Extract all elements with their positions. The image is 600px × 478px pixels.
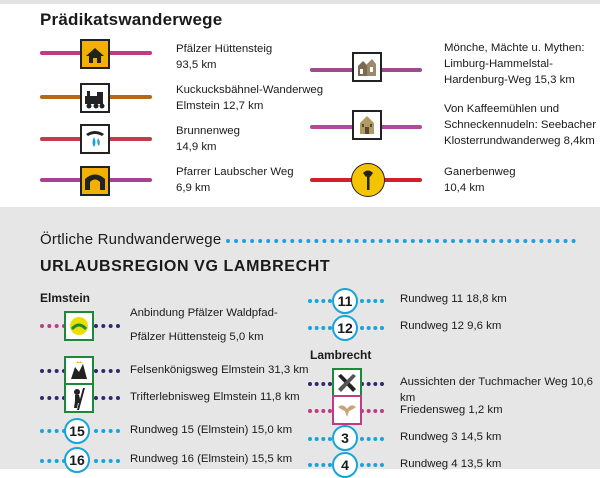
- route-text-line: Aussichten der Tuchmacher Weg 10,6 km: [400, 376, 593, 404]
- dotted-line: [226, 239, 576, 243]
- dove-icon: [332, 395, 362, 425]
- route-number-badge: 12: [332, 315, 358, 341]
- route-number-badge: 16: [64, 447, 90, 473]
- route-number-badge: 11: [332, 288, 358, 314]
- dotted-line: [40, 459, 66, 463]
- cave-arch-icon: [80, 166, 110, 196]
- dotted-line: [308, 326, 332, 330]
- dotted-line: [40, 396, 66, 400]
- hut-icon: [80, 39, 110, 69]
- route-text-line: Hardenburg-Weg 15,3 km: [444, 74, 575, 86]
- rock-king-icon: [64, 356, 94, 386]
- water-fountain-icon: [80, 124, 110, 154]
- route-name: Pfälzer Hüttensteig: [176, 43, 273, 55]
- dotted-line: [94, 324, 120, 328]
- dotted-line: [360, 326, 384, 330]
- route-text-line: Von Kaffeemühlen und: [444, 103, 560, 115]
- dotted-line: [40, 369, 66, 373]
- route-distance: 93,5 km: [176, 59, 217, 71]
- dotted-line: [308, 437, 332, 441]
- monastery-icon: [352, 52, 382, 82]
- steam-train-icon: [80, 83, 110, 113]
- section-title-local: Örtliche Rundwanderwege: [40, 231, 222, 248]
- route-text-line: Trifterlebnisweg Elmstein 11,8 km: [130, 391, 300, 403]
- route-number-badge: 4: [332, 452, 358, 478]
- dotted-line: [308, 299, 332, 303]
- route-text-line: Friedensweg 1,2 km: [400, 404, 503, 416]
- dotted-line: [360, 409, 384, 413]
- subsection-title-elmstein: Elmstein: [40, 291, 91, 305]
- route-name: Pfarrer Laubscher Weg: [176, 166, 294, 178]
- route-number-badge: 15: [64, 418, 90, 444]
- route-text-line: Rundweg 15 (Elmstein) 15,0 km: [130, 424, 293, 436]
- region-title: URLAUBSREGION VG LAMBRECHT: [40, 258, 331, 275]
- dotted-line: [94, 396, 120, 400]
- route-name: Ganerbenweg: [444, 166, 516, 178]
- axe-icon: [351, 163, 385, 197]
- route-text-line: Rundweg 4 13,5 km: [400, 458, 502, 470]
- rafter-icon: [64, 383, 94, 413]
- route-distance: 10,4 km: [444, 182, 485, 194]
- dotted-line: [360, 299, 384, 303]
- dotted-line: [308, 382, 332, 386]
- dotted-line: [308, 463, 332, 467]
- route-name: Brunnenweg: [176, 125, 240, 137]
- route-text-line: Rundweg 16 (Elmstein) 15,5 km: [130, 453, 293, 465]
- route-text-line: Limburg-Hammelstal-: [444, 58, 553, 70]
- route-number-badge: 3: [332, 425, 358, 451]
- route-text-line: Schneckennudeln: Seebacher: [444, 119, 596, 131]
- route-name: Kuckucksbähnel-Wanderweg: [176, 84, 324, 96]
- route-text-line: Klosterrundwanderweg 8,4km: [444, 135, 595, 147]
- route-distance: 14,9 km: [176, 141, 217, 153]
- dotted-line: [40, 324, 66, 328]
- top-bar: [0, 0, 600, 4]
- section-title-predikat: Prädikatswanderwege: [40, 10, 223, 29]
- route-text-line: Rundweg 12 9,6 km: [400, 320, 502, 332]
- dotted-line: [360, 437, 384, 441]
- route-text-line: Felsenkönigsweg Elmstein 31,3 km: [130, 364, 309, 376]
- route-distance: 6,9 km: [176, 182, 211, 194]
- subsection-title-lambrecht: Lambrecht: [310, 348, 372, 362]
- route-text-line: Mönche, Mächte u. Mythen:: [444, 42, 585, 54]
- dotted-line: [40, 429, 66, 433]
- dotted-line: [94, 459, 120, 463]
- waldpfad-icon: [64, 311, 94, 341]
- dotted-line: [360, 463, 384, 467]
- tuchmacher-icon: [332, 368, 362, 398]
- route-text-line: Anbindung Pfälzer Waldpfad-: [130, 307, 278, 319]
- dotted-line: [308, 409, 332, 413]
- route-text-line: Pfälzer Hüttensteig 5,0 km: [130, 331, 264, 343]
- dotted-line: [360, 382, 384, 386]
- dotted-line: [94, 429, 120, 433]
- local-routes-panel: [0, 207, 600, 469]
- dotted-line: [94, 369, 120, 373]
- route-text-line: Rundweg 3 14,5 km: [400, 431, 502, 443]
- abbey-icon: [352, 110, 382, 140]
- route-distance: Elmstein 12,7 km: [176, 100, 264, 112]
- route-text-line: Rundweg 11 18,8 km: [400, 293, 507, 305]
